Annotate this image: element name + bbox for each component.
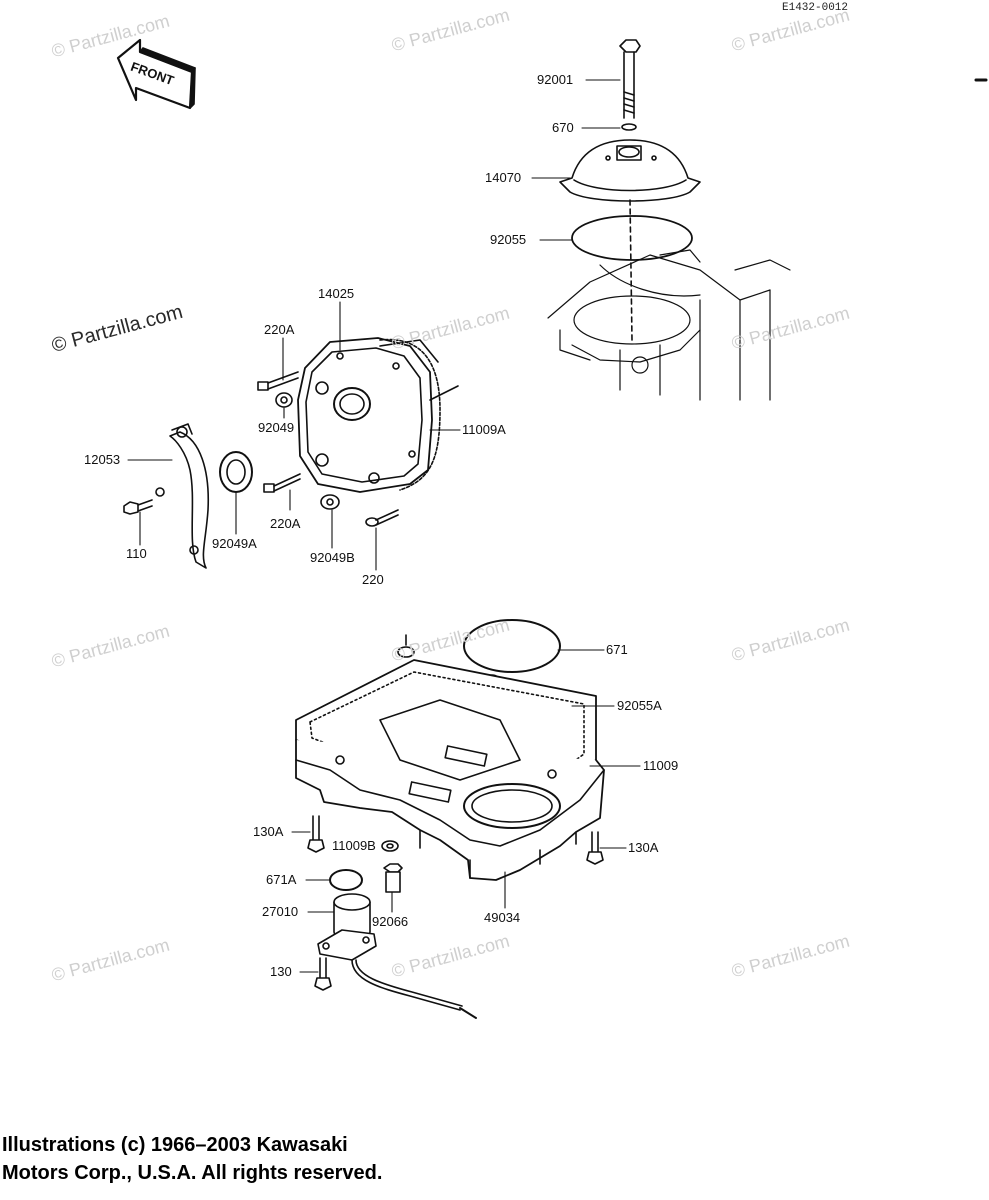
part-label[interactable]: 671A	[266, 872, 297, 887]
cover-14070	[559, 139, 701, 202]
switch-27010	[317, 893, 477, 1019]
part-label[interactable]: 220A	[270, 516, 301, 531]
part-label[interactable]: 14025	[318, 286, 355, 301]
front-arrow-icon	[116, 38, 196, 110]
part-label[interactable]: 92055	[490, 232, 527, 247]
bolt-130A-right	[586, 831, 604, 865]
part-label[interactable]: 12053	[84, 452, 121, 467]
part-label[interactable]: 11009A	[462, 422, 506, 437]
guide-12053	[155, 423, 210, 569]
part-label[interactable]: 130A	[628, 840, 659, 855]
part-label[interactable]: 11009	[643, 758, 679, 773]
part-label[interactable]: 49034	[484, 910, 521, 925]
part-label[interactable]: 110	[126, 546, 147, 561]
bolt-130	[314, 957, 332, 991]
copyright-line-2: Motors Corp., U.S.A. All rights reserved…	[2, 1162, 383, 1184]
part-label[interactable]: 130	[270, 964, 292, 979]
part-label[interactable]: 92049	[258, 420, 295, 435]
part-label[interactable]: 14070	[485, 170, 522, 185]
part-label[interactable]: 92049A	[212, 536, 257, 551]
part-label[interactable]: 11009B	[332, 838, 376, 853]
part-label[interactable]: 671	[606, 642, 628, 657]
bolt-220A-bottom	[263, 473, 301, 493]
part-label[interactable]: 670	[552, 120, 574, 135]
plug-92066	[383, 863, 403, 893]
diagram-code: E1432-0012	[782, 2, 849, 14]
bolt-110	[123, 499, 153, 515]
engine-block-sketch	[547, 249, 791, 401]
bolt-130A-left	[307, 815, 325, 853]
part-label[interactable]: 92001	[537, 72, 574, 87]
part-label[interactable]: 220	[362, 572, 384, 587]
screw-220	[365, 509, 399, 527]
part-label[interactable]: 130A	[253, 824, 284, 839]
part-label[interactable]: 92066	[372, 914, 409, 929]
cover-14025	[297, 337, 439, 493]
part-label[interactable]: 27010	[262, 904, 299, 919]
bolt-220A-top	[257, 371, 299, 391]
bolt-92001	[619, 39, 641, 119]
part-label[interactable]: 92049B	[310, 550, 355, 565]
oil-pan-49034	[295, 699, 605, 881]
part-label[interactable]: 92055A	[617, 698, 662, 713]
copyright-line-1: Illustrations (c) 1966–2003 Kawasaki	[2, 1134, 348, 1156]
part-label[interactable]: 220A	[264, 322, 295, 337]
